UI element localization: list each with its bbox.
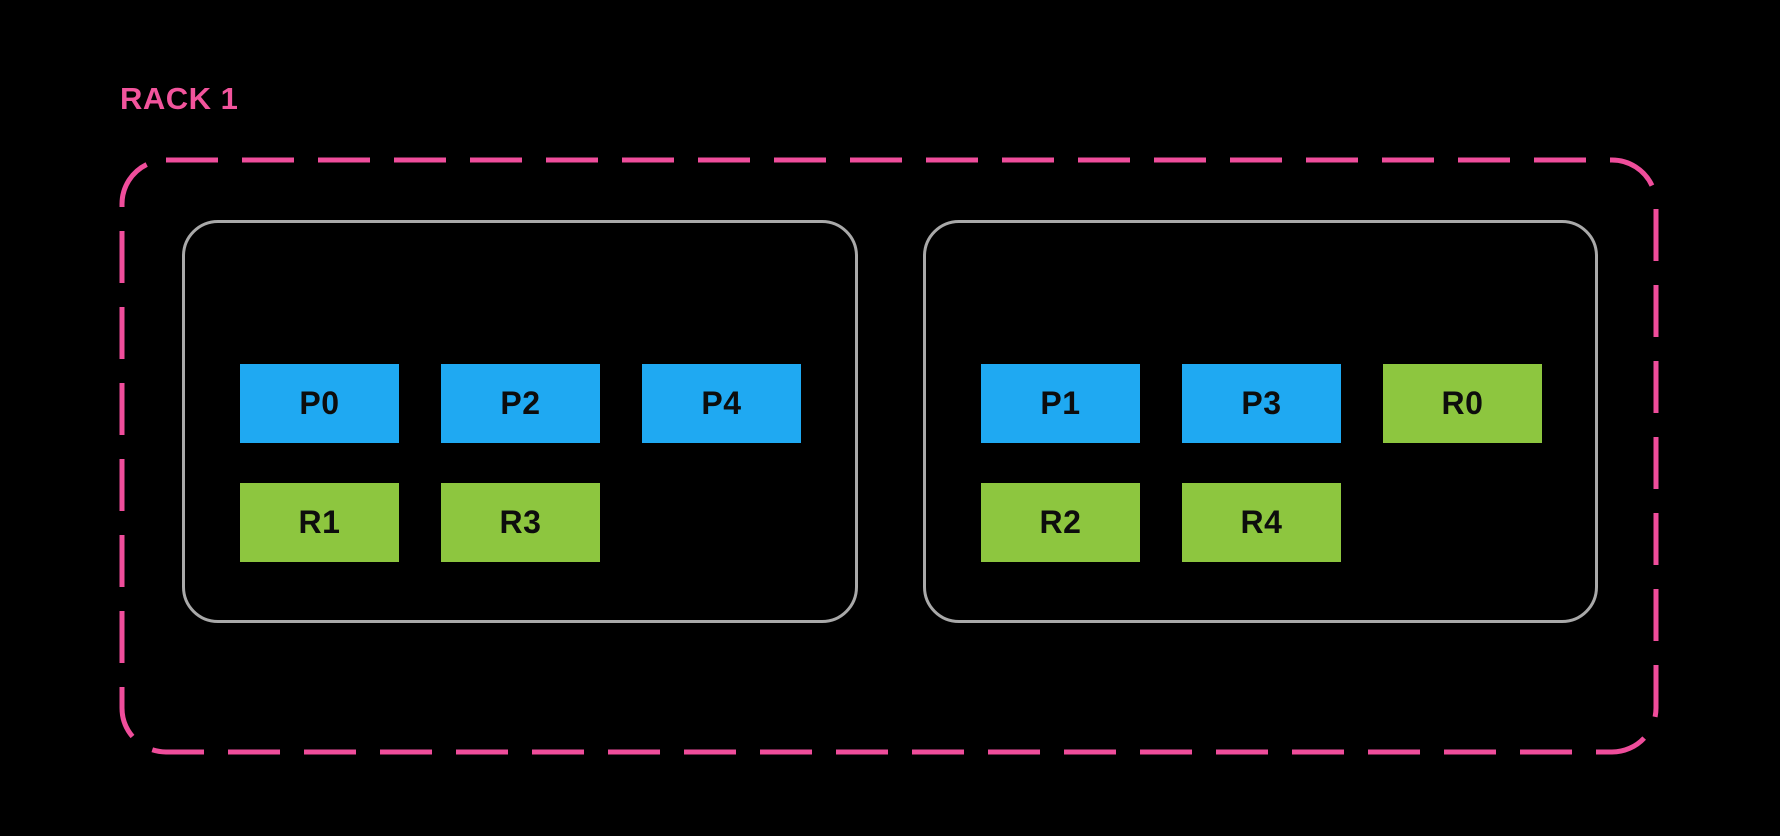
partition-label: P4 bbox=[701, 385, 742, 421]
rack-title: RACK 1 bbox=[120, 81, 239, 116]
node-left-content: P0 P2 P4 R1 R3 bbox=[240, 364, 801, 562]
node-left-row-replicas: R1 R3 bbox=[240, 483, 801, 562]
partition-label: R2 bbox=[1039, 504, 1082, 540]
node-right-content: P1 P3 R0 R2 R4 bbox=[981, 364, 1542, 562]
partition-label: P2 bbox=[500, 385, 541, 421]
partition-label: R3 bbox=[499, 504, 542, 540]
partition-label: P3 bbox=[1241, 385, 1282, 421]
partition-block: R1 bbox=[240, 483, 399, 562]
partition-block: R4 bbox=[1182, 483, 1341, 562]
node-box-left: P0 P2 P4 R1 R3 bbox=[182, 220, 858, 623]
node-left-row-primaries: P0 P2 P4 bbox=[240, 364, 801, 443]
node-box-right: P1 P3 R0 R2 R4 bbox=[923, 220, 1598, 623]
partition-block: P0 bbox=[240, 364, 399, 443]
partition-block: P4 bbox=[642, 364, 801, 443]
partition-block: P2 bbox=[441, 364, 600, 443]
partition-block: R3 bbox=[441, 483, 600, 562]
partition-block: P3 bbox=[1182, 364, 1341, 443]
partition-label: R0 bbox=[1441, 385, 1484, 421]
partition-block: R2 bbox=[981, 483, 1140, 562]
partition-label: P0 bbox=[299, 385, 340, 421]
partition-block: R0 bbox=[1383, 364, 1542, 443]
node-right-row-primaries: P1 P3 R0 bbox=[981, 364, 1542, 443]
partition-block: P1 bbox=[981, 364, 1140, 443]
partition-label: P1 bbox=[1040, 385, 1081, 421]
partition-label: R1 bbox=[298, 504, 341, 540]
partition-label: R4 bbox=[1240, 504, 1283, 540]
node-right-row-replicas: R2 R4 bbox=[981, 483, 1542, 562]
